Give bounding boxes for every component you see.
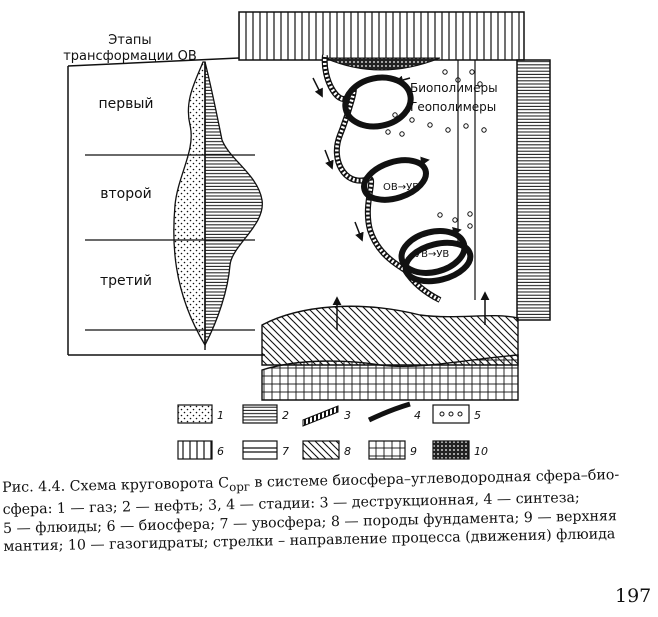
flow-arrows	[312, 75, 490, 330]
legend-num-2: 2	[282, 409, 289, 422]
stage-label-first: первый	[98, 96, 153, 112]
stage-label-second: второй	[100, 186, 152, 202]
legend-swatch-uvosphere	[242, 440, 278, 460]
legend-num-8: 8	[344, 445, 351, 458]
legend-swatch-basement	[302, 440, 340, 460]
fluid-circles	[385, 69, 487, 229]
legend-num-1: 1	[217, 409, 224, 422]
synthesis-ring-3	[398, 228, 474, 285]
legend-num-6: 6	[217, 445, 224, 458]
label-geopolymers: Геополимеры	[410, 100, 496, 114]
header-title-line1: Этапы	[108, 33, 151, 48]
cycle-diagram: Этапы трансформации ОВ первый второй тре…	[63, 11, 551, 460]
header-title-line2: трансформации ОВ	[63, 49, 197, 64]
stage-label-third: третий	[100, 273, 152, 289]
label-uv-uv: УВ→УВ	[415, 249, 449, 260]
legend-swatch-oil	[242, 404, 278, 424]
legend-num-5: 5	[474, 409, 481, 422]
gas-profile	[173, 61, 206, 348]
legend-swatch-fluids	[432, 404, 470, 424]
gas-hydrates-lens	[324, 57, 441, 71]
legend-num-4: 4	[414, 409, 421, 422]
legend-swatch-gas	[177, 404, 213, 424]
legend-num-9: 9	[410, 445, 417, 458]
legend-swatch-biosphere	[177, 440, 213, 460]
upper-mantle	[261, 354, 519, 401]
legend: 1 2 3 4 5 6 7 8 9 10	[177, 401, 488, 460]
label-ov-uv: ОВ→УВ	[383, 182, 419, 193]
label-biopolymers: Биополимеры	[410, 81, 498, 95]
legend-num-10: 10	[474, 445, 488, 458]
legend-swatch-destructive	[302, 405, 339, 427]
page-number: 197	[615, 585, 652, 607]
legend-num-7: 7	[282, 445, 289, 458]
basement-rocks	[261, 305, 519, 366]
legend-swatch-mantle	[368, 440, 406, 460]
biosphere-block	[238, 11, 551, 321]
figure-caption: Рис. 4.4. Схема круговорота Cорг в систе…	[2, 465, 653, 556]
legend-swatch-synthesis	[367, 401, 411, 423]
legend-num-3: 3	[344, 409, 351, 422]
synthesis-ring-2	[361, 157, 429, 203]
legend-swatch-gas-hydrates	[432, 440, 470, 460]
oil-profile	[204, 61, 263, 346]
synthesis-ring-1	[342, 74, 414, 130]
